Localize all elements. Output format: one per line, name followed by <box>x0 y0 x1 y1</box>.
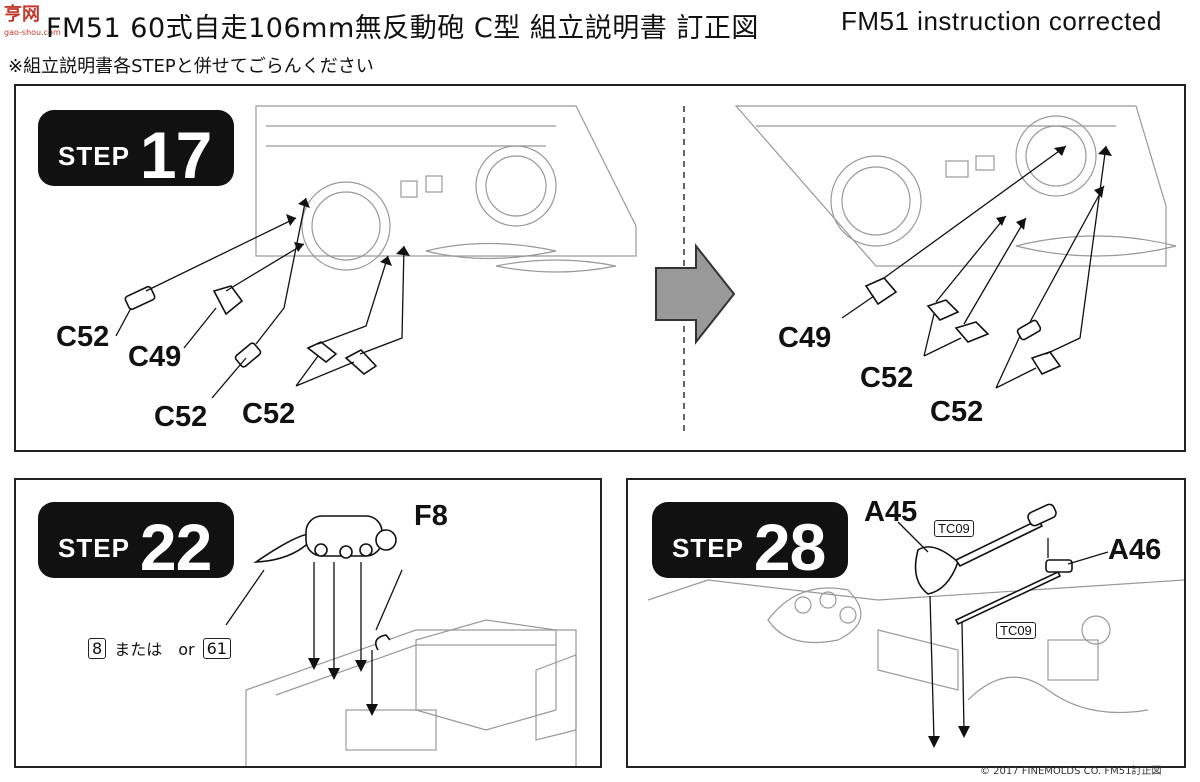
step28-label-a46: A46 <box>1108 534 1162 566</box>
step22-drawing <box>225 515 577 766</box>
step28-label-a45: A45 <box>864 496 918 528</box>
step22-label-f8: F8 <box>414 500 448 532</box>
step17-label-c52-e: C52 <box>930 396 984 428</box>
step17-label-c52-b: C52 <box>154 401 208 433</box>
step22-alt-a: 8 <box>88 637 107 659</box>
page-title-english: FM51 instruction corrected <box>841 6 1162 36</box>
step22-alt-b: 61 <box>202 637 231 659</box>
step17-label-c52-d: C52 <box>860 362 914 394</box>
copyright-footer: © 2017 FINEMOLDS CO. FM51訂正図 <box>980 766 1162 777</box>
step28-drawing <box>647 503 1184 748</box>
page-subtitle: ※組立説明書各STEPと併せてごらんください <box>8 56 374 77</box>
step17-label-c52-c: C52 <box>242 398 296 430</box>
step22-alt-mid: または or <box>114 640 195 659</box>
step17-label-c49-b: C49 <box>778 322 832 354</box>
step28-tag-tc09-b: TC09 <box>996 622 1036 639</box>
step22-alternative-note: 8 または or 61 <box>88 636 231 660</box>
step28-tag-tc09-a: TC09 <box>934 520 974 537</box>
page-title: FM51 60式自走106mm無反動砲 C型 組立説明書 訂正図 FM51 in… <box>46 6 1162 44</box>
step17-drawing <box>115 105 1177 436</box>
step17-label-c52-a: C52 <box>56 321 110 353</box>
watermark-logo: 亨网 gao-shou.com <box>4 4 61 38</box>
step17-label-c49-a: C49 <box>128 341 182 373</box>
